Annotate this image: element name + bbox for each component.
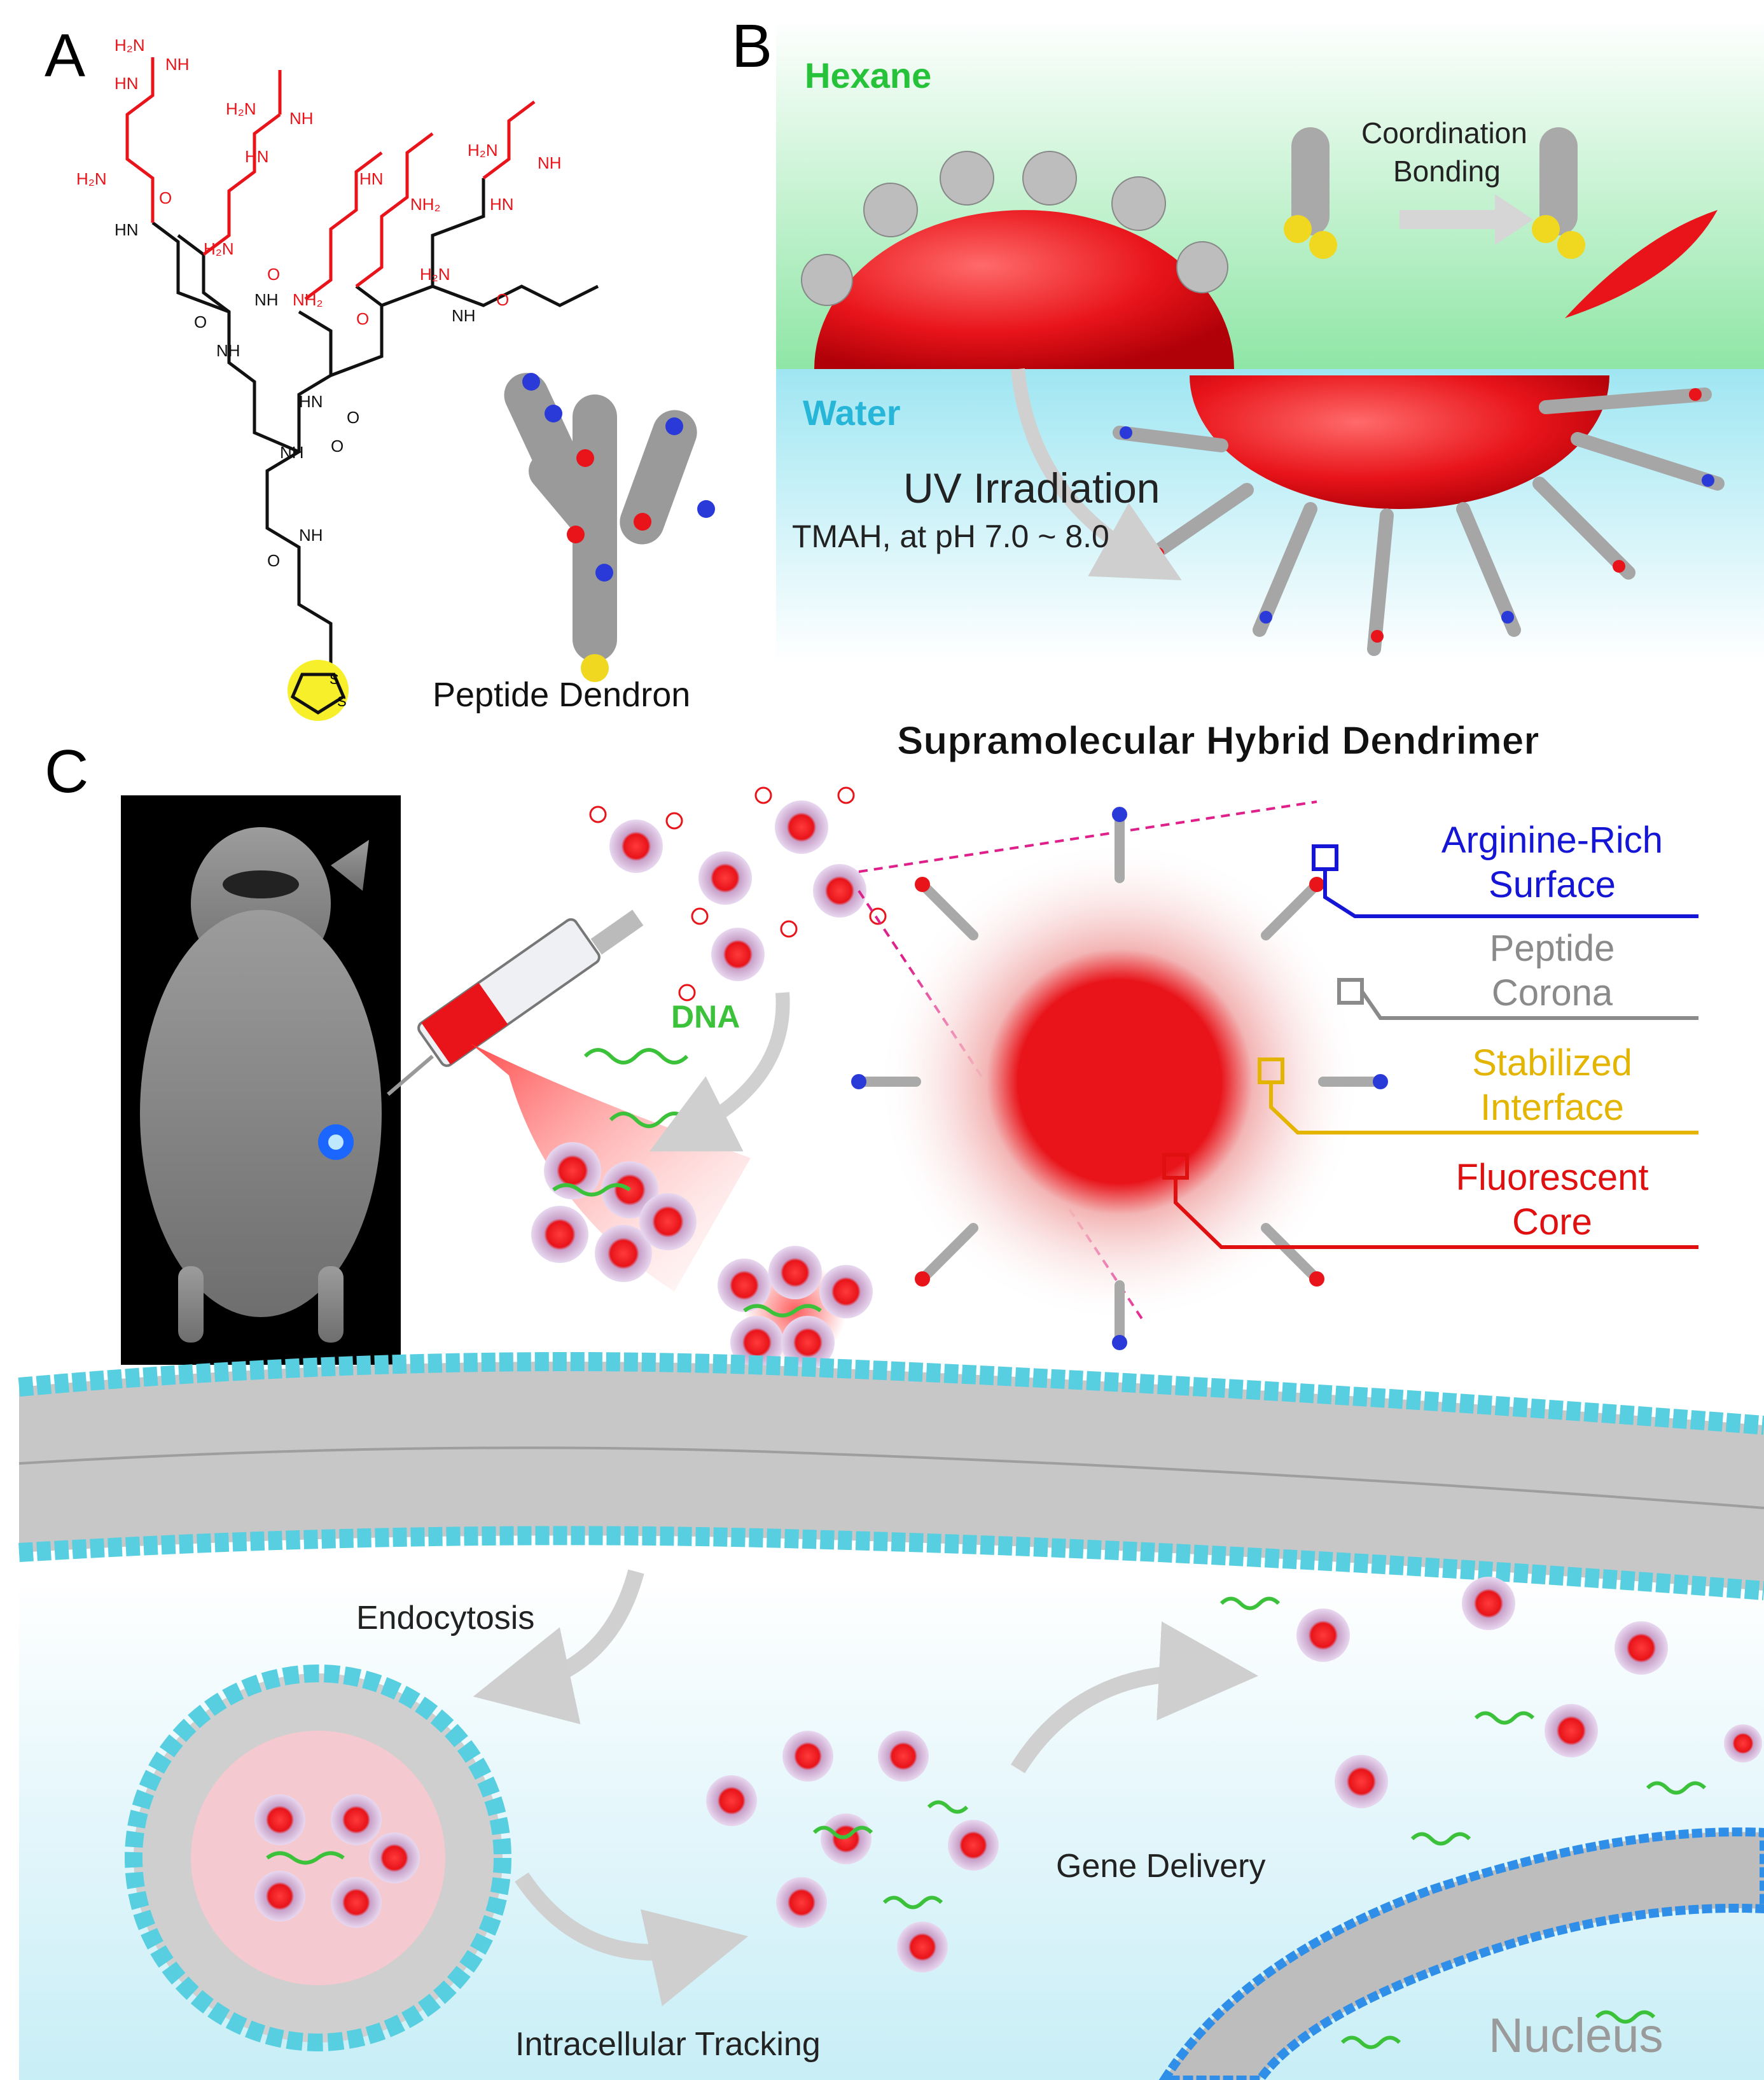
endocytosis-label: Endocytosis (356, 1600, 534, 1637)
chem-label: O (159, 188, 172, 207)
cell-membrane (18, 1352, 1764, 1600)
mouse-silhouette (140, 827, 382, 1343)
nuclear-envelope (1158, 1827, 1764, 2080)
chem-label: NH (538, 153, 562, 172)
chem-label: NH (165, 55, 190, 74)
chem-label: S (330, 671, 339, 687)
chem-label: NH₂ (410, 195, 441, 214)
chem-label: HN (359, 169, 384, 188)
chem-label: NH (280, 443, 304, 462)
chem-label: H₂N (226, 99, 256, 118)
legend: Arginine-Rich Surface Peptide Corona Sta… (1441, 820, 1663, 1243)
chem-label: NH (254, 290, 279, 309)
cytosol-dna (1219, 1596, 1707, 2049)
legend-core-line2: Core (1512, 1201, 1592, 1243)
dna-label: DNA (671, 999, 740, 1035)
chem-label: H₂N (76, 169, 107, 188)
water-label: Water (803, 393, 901, 433)
chem-label: H₂N (468, 141, 498, 160)
legend-callouts (1162, 844, 1698, 1249)
mouse-eyes (223, 870, 299, 898)
panel-c-letter: C (45, 737, 88, 806)
chem-label: O (356, 309, 369, 328)
water-nanoparticle (1190, 375, 1609, 509)
tumor-fluorescence-center (328, 1134, 344, 1150)
hexane-label: Hexane (805, 55, 931, 95)
nucleus-label: Nucleus (1489, 2009, 1663, 2063)
dendrimer-corona-spikes (854, 809, 1386, 1348)
chem-label: HN (490, 195, 514, 214)
panel-c: C (18, 737, 1764, 2080)
polyplex-cluster-1 (531, 1142, 697, 1282)
chem-label: HN (115, 74, 139, 93)
chem-label: O (347, 408, 359, 427)
chem-label: O (331, 436, 344, 456)
dithiolane-ring (290, 673, 346, 715)
arginine-arms (125, 57, 536, 300)
zoom-line-top (858, 800, 1317, 873)
dendrimer-surface-atoms (851, 807, 1388, 1350)
peptide-backbone (151, 178, 599, 687)
chem-label: HN (115, 220, 139, 239)
complexation-arrow (649, 992, 790, 1152)
chem-label: O (496, 290, 509, 309)
chem-label: NH (299, 526, 323, 545)
cationic-nanoparticles (609, 800, 866, 981)
polyplex-cluster-2 (718, 1246, 873, 1369)
chem-labels: H₂N NH HN H₂N O H₂N NH HN H₂N O HN NH₂ N… (76, 36, 562, 570)
peptide-dendron-caption: Peptide Dendron (433, 676, 690, 714)
panel-b: B Hexane Water Coordination Bonding (732, 12, 1764, 764)
uv-label: UV Irradiation (903, 464, 1160, 512)
coordination-line2: Bonding (1393, 155, 1501, 188)
chem-label: O (194, 312, 207, 332)
chem-label: O (267, 265, 280, 284)
cytosol-nanoparticles (1296, 1577, 1762, 1808)
panel-a-letter: A (45, 22, 85, 90)
legend-interface-line1: Stabilized (1472, 1042, 1632, 1084)
panel-b-letter: B (732, 12, 772, 80)
chem-label: NH (452, 306, 476, 325)
legend-corona-line1: Peptide (1490, 928, 1615, 969)
released-dna (812, 1800, 969, 1909)
chem-label: H₂N (204, 239, 234, 258)
hexane-ligands (801, 151, 1228, 306)
endosome-polyplexes (254, 1794, 420, 1928)
chem-label: H₂N (420, 265, 450, 284)
hybrid-dendrimer-title: Supramolecular Hybrid Dendrimer (897, 719, 1539, 763)
release-arrow (515, 1872, 749, 2007)
coordination-line1: Coordination (1361, 116, 1527, 150)
hexane-nanoparticle (814, 210, 1234, 369)
chem-label: HN (245, 147, 269, 166)
released-nanoparticles (706, 1731, 999, 1972)
tracking-label: Intracellular Tracking (515, 2026, 821, 2063)
panel-a: A H₂N NH HN H₂N O H₂N NH HN (45, 22, 715, 721)
chem-label: NH (289, 109, 314, 128)
chem-label: HN (299, 392, 323, 411)
syringe-icon (387, 909, 644, 1096)
legend-arginine-line1: Arginine-Rich (1441, 820, 1663, 861)
peptide-dendron-model (504, 373, 715, 682)
legend-core-line1: Fluorescent (1455, 1157, 1648, 1198)
chem-label: NH (216, 341, 240, 360)
transfer-arrow (1011, 368, 1182, 581)
chem-label: O (267, 551, 280, 570)
plus-charges (589, 786, 887, 1002)
coordination-inset (1284, 127, 1718, 318)
tmah-label: TMAH, at pH 7.0 ~ 8.0 (792, 519, 1109, 554)
legend-arginine-line2: Surface (1489, 864, 1616, 905)
chem-label: S (337, 694, 347, 709)
gene-delivery-label: Gene Delivery (1056, 1848, 1265, 1885)
chem-label: H₂N (115, 36, 145, 55)
chem-label: NH₂ (293, 290, 323, 309)
endocytosis-arrow (473, 1569, 644, 1724)
dendrimer-zoom (878, 840, 1361, 1323)
gene-delivery-arrow (1010, 1621, 1258, 1773)
legend-interface-line2: Interface (1480, 1087, 1624, 1128)
legend-corona-line2: Corona (1492, 972, 1613, 1014)
